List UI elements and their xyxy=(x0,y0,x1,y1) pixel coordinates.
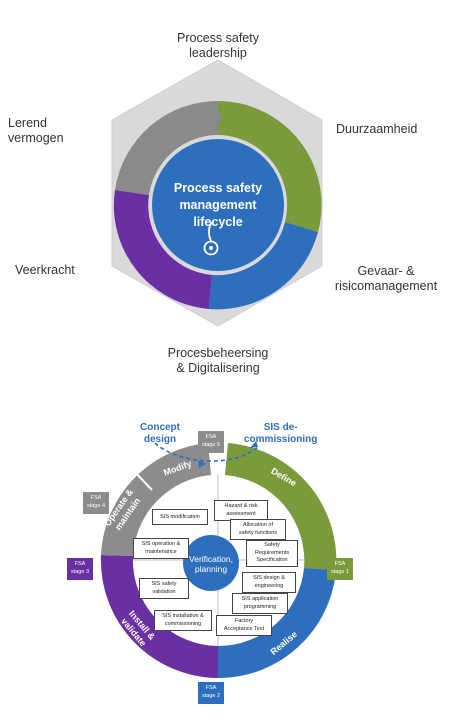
ring-segment-green xyxy=(218,101,322,232)
label-line: stage 3 xyxy=(70,569,90,575)
box-safety-requirements: Safety Requirements Specification xyxy=(246,540,298,567)
label-line: FSA xyxy=(334,561,346,567)
label-line: stage 2 xyxy=(201,693,221,699)
label-line: assessment xyxy=(226,511,256,517)
label-line: stage 5 xyxy=(201,442,221,448)
box-sis-design: SIS design & engineering xyxy=(242,572,296,593)
label-lerend-vermogen: Lerend vermogen xyxy=(8,116,64,146)
fsa-badge-stage4: FSA stage 4 xyxy=(83,492,109,514)
label-line: design xyxy=(143,434,177,445)
label-line: Procesbeheersing xyxy=(167,346,269,360)
center-circle xyxy=(152,139,284,271)
ring-segment-purple xyxy=(113,190,212,309)
label-line: Duurzaamheid xyxy=(336,122,418,136)
concept-design-label: Concept design xyxy=(140,422,180,446)
label-line: Requirements xyxy=(254,549,290,556)
box-sis-installation: SIS installation & commissioning xyxy=(154,610,212,631)
label-line: commissioning xyxy=(244,434,318,445)
label-line: FSA xyxy=(74,561,86,567)
label-line: leadership xyxy=(189,46,247,60)
label-line: SIS de- xyxy=(263,422,298,433)
center-title: Process safety management lifecycle xyxy=(158,180,278,231)
label-line: SIS installation & xyxy=(162,613,204,619)
sis-lifecycle-ring xyxy=(100,443,337,679)
box-factory-acceptance: Factory Acceptance Test xyxy=(216,615,272,636)
label-line: & Digitalisering xyxy=(176,361,260,375)
decommissioning-label: SIS de- commissioning xyxy=(244,422,317,446)
label-line: stage 4 xyxy=(86,503,106,509)
label-line: Specification xyxy=(256,557,288,563)
concept-arrow-head xyxy=(250,441,258,448)
center-title-line-1: Process safety xyxy=(173,181,263,195)
label-line: Hazard & risk xyxy=(224,503,258,509)
box-hazard-risk: Hazard & risk assessment xyxy=(214,500,268,521)
center-title-line-3: lifecycle xyxy=(193,215,243,229)
label-line: stage 1 xyxy=(330,569,350,575)
fsa-badge-stage3: FSA stage 3 xyxy=(67,558,93,580)
label-line: commissioning xyxy=(164,621,202,627)
label-line: SIS application xyxy=(241,596,279,602)
label-line: SIS modification xyxy=(160,514,200,520)
lifecycle-ring xyxy=(113,100,322,310)
ring-segment-operate xyxy=(101,443,211,556)
ring-chevron-top xyxy=(212,101,222,135)
ring-segment-realise xyxy=(218,568,336,679)
label-line: FSA xyxy=(205,685,217,691)
label-duurzaamheid: Duurzaamheid xyxy=(336,122,417,137)
label-line: programming xyxy=(243,604,277,610)
label-line: SIS design & xyxy=(253,575,285,581)
fsa-badge-stage1: FSA stage 1 xyxy=(327,558,353,580)
label-line: validation xyxy=(152,589,176,595)
label-line: Safety xyxy=(264,542,280,548)
label-line: planning xyxy=(194,564,228,574)
ring-segment-define xyxy=(225,443,337,570)
label-line: Allocation of xyxy=(243,522,273,528)
box-sis-operation: SIS operation & maintenance xyxy=(133,538,189,559)
ring-segment-blue xyxy=(209,222,318,310)
label-procesbeheersing: Procesbeheersing & Digitalisering xyxy=(143,346,293,376)
label-line: Concept xyxy=(140,422,180,433)
label-veerkracht: Veerkracht xyxy=(15,263,75,278)
label-line: Veerkracht xyxy=(15,263,75,277)
box-sis-modification: SIS modification xyxy=(152,509,208,525)
fsa-badge-stage5: FSA stage 5 xyxy=(198,431,224,453)
label-line: FSA xyxy=(90,495,102,501)
label-line: vermogen xyxy=(8,131,64,145)
label-line: Process safety xyxy=(177,31,259,45)
label-line: SIS operation & xyxy=(141,541,181,547)
label-line: risicomanagement xyxy=(334,279,438,293)
box-sis-application: SIS application programming xyxy=(232,593,288,614)
label-line: safety functions xyxy=(238,530,278,536)
concept-arrow-dashed xyxy=(154,442,259,462)
label-line: Verification, xyxy=(189,554,233,564)
ring-segment-gray xyxy=(115,100,218,195)
label-line: Acceptance Test xyxy=(223,626,265,632)
label-line: SIS safety xyxy=(151,581,177,587)
label-line: FSA xyxy=(205,434,217,440)
ring-separator-modify xyxy=(132,469,153,491)
concept-arrow-head-left xyxy=(198,460,206,468)
label-line: Gevaar- & xyxy=(357,264,415,278)
label-process-safety-leadership: Process safety leadership xyxy=(150,31,286,61)
label-line: Factory xyxy=(234,618,254,624)
box-allocation: Allocation of safety functions xyxy=(230,519,286,540)
verification-planning-label: Verification, planning xyxy=(183,554,239,574)
box-sis-safety-validation: SIS safety validation xyxy=(139,578,189,599)
lifecycle-logo-icon xyxy=(203,221,219,256)
fsa-badge-stage2: FSA stage 2 xyxy=(198,682,224,704)
label-gevaar-risicomanagement: Gevaar- & risicomanagement xyxy=(320,264,452,294)
verification-circle xyxy=(183,535,239,591)
ring-segment-install xyxy=(100,555,218,678)
label-line: engineering xyxy=(254,583,284,589)
label-line: Lerend xyxy=(8,116,47,130)
label-line: maintenance xyxy=(145,549,177,555)
center-title-line-2: management xyxy=(179,198,257,212)
